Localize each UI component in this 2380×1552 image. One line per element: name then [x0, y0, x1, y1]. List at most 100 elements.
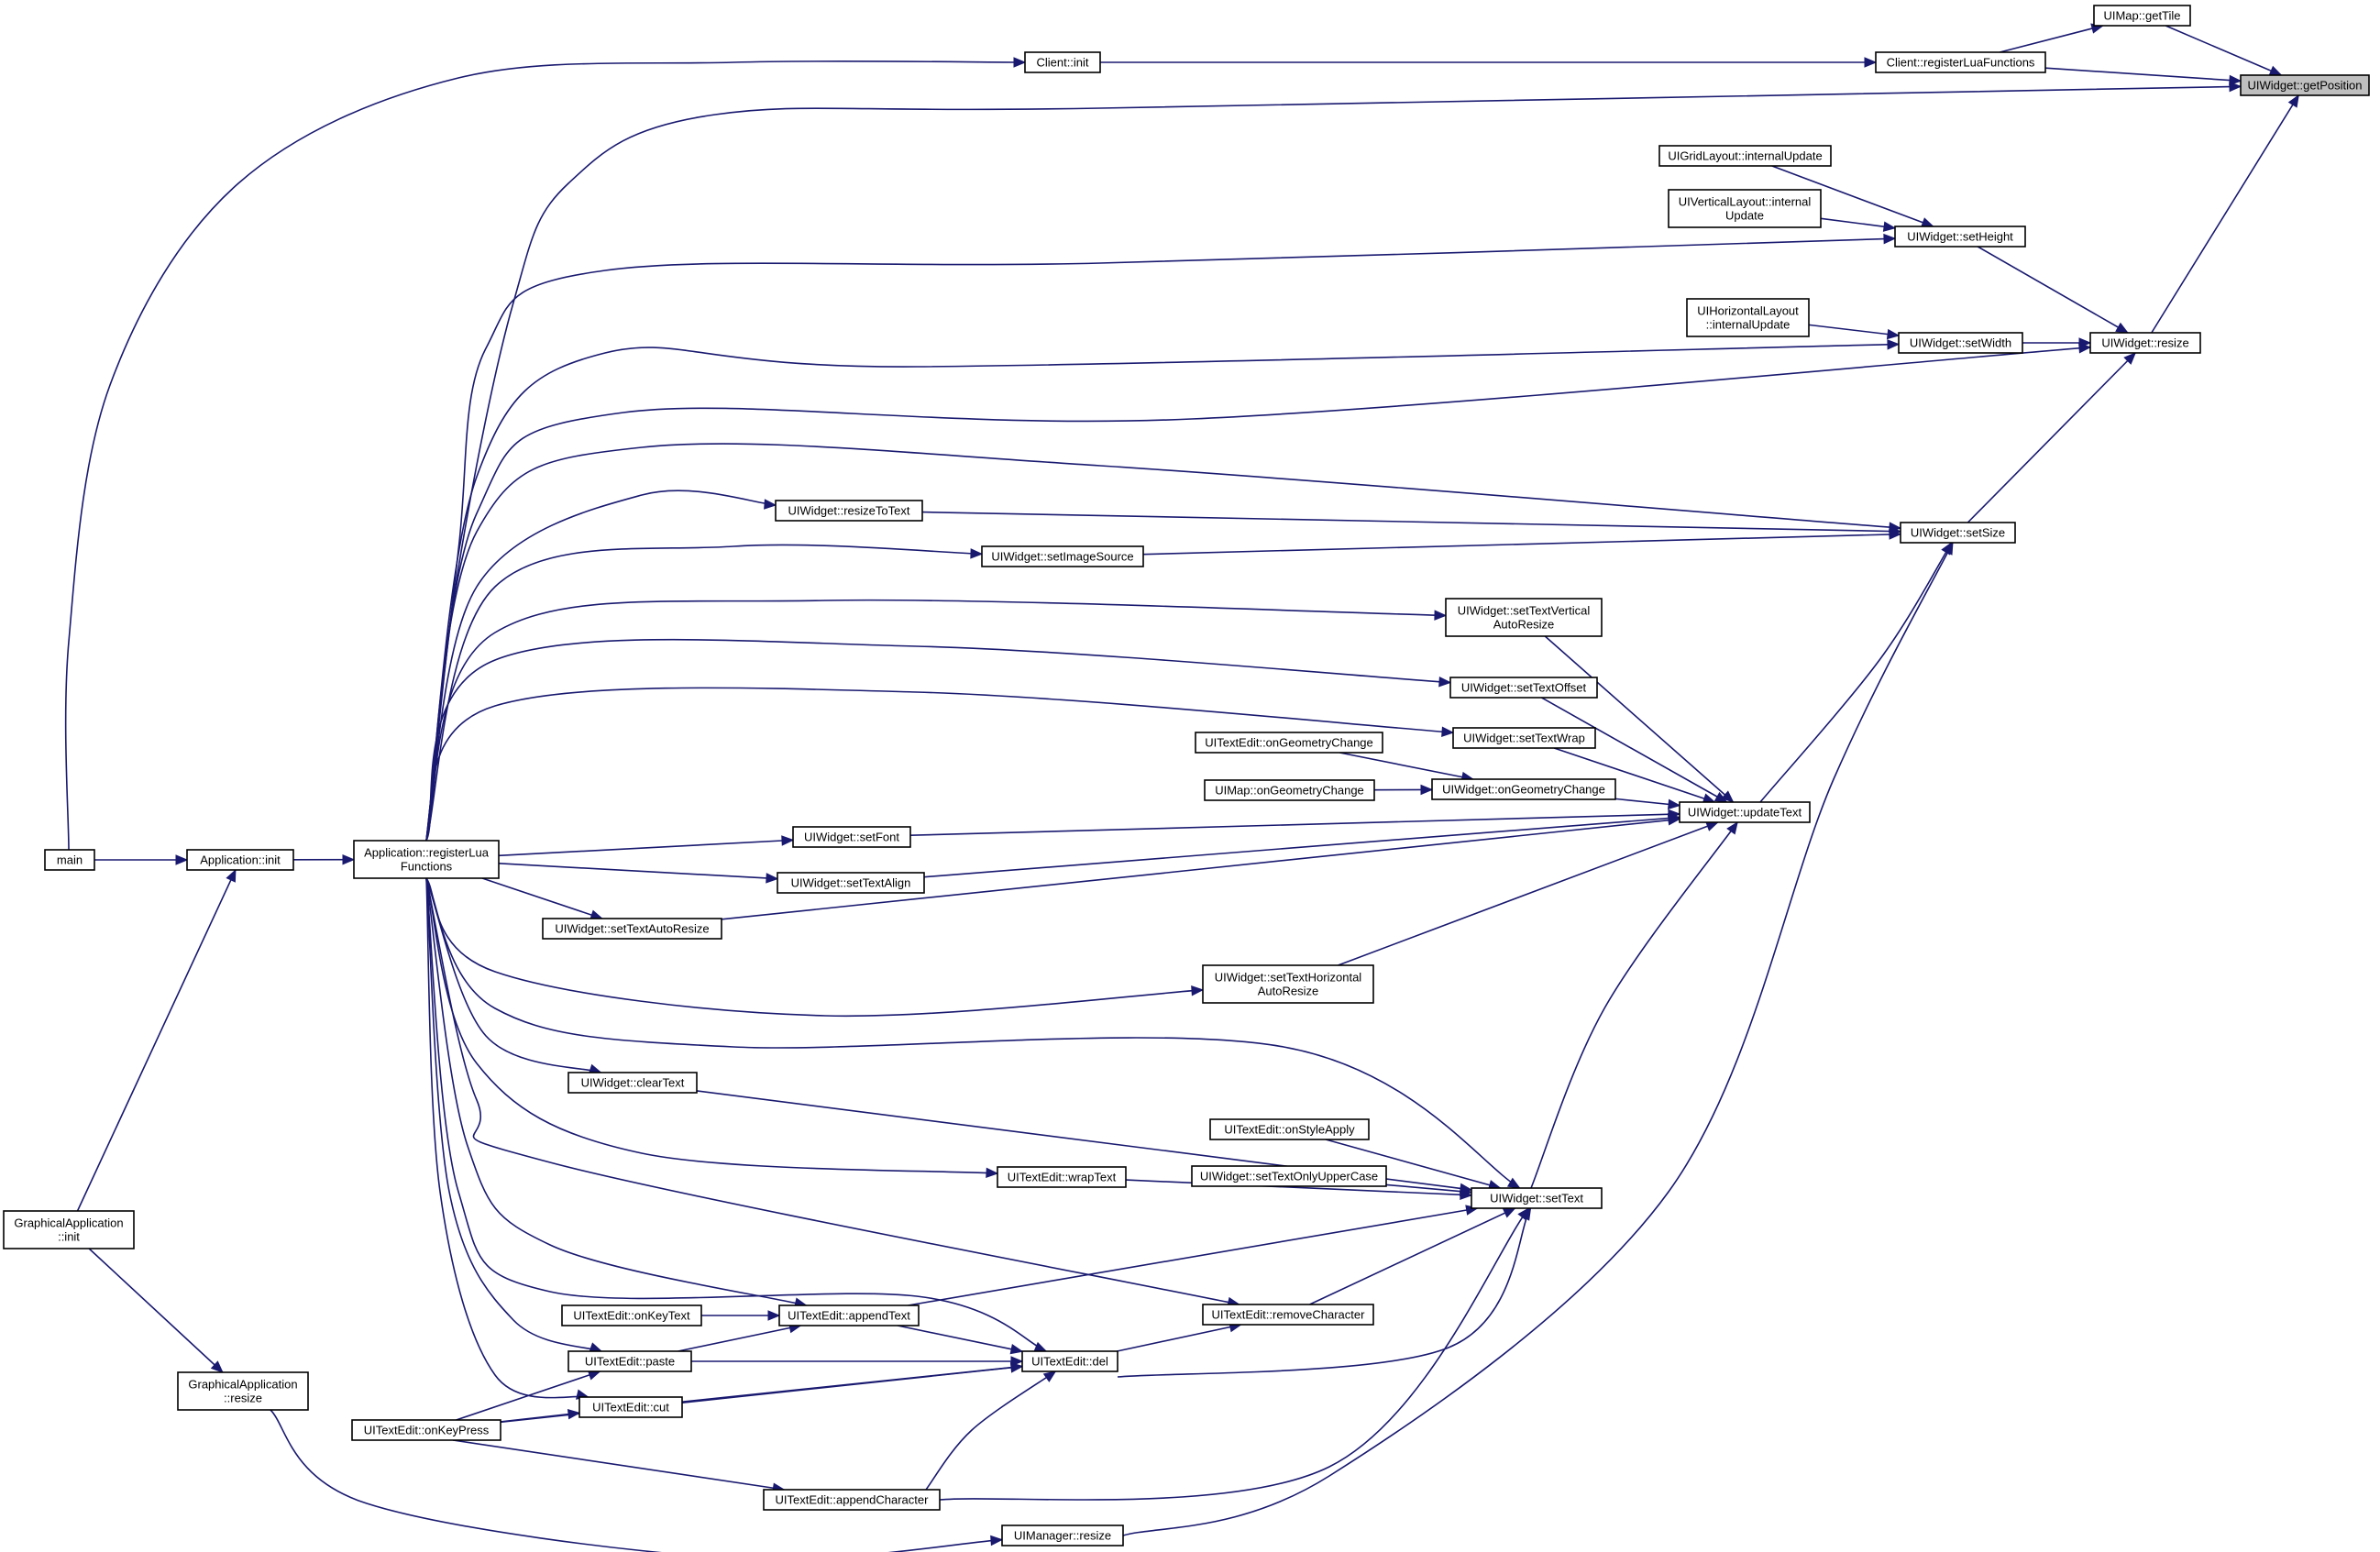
node-appRegisterLua[interactable]: Application::registerLuaFunctions — [353, 840, 500, 879]
node-setSize[interactable]: UIWidget::setSize — [1900, 522, 2016, 544]
node-box — [1191, 1165, 1387, 1187]
node-label: UITextEdit::onGeometryChange — [1205, 736, 1373, 750]
node-onKeyPress[interactable]: UITextEdit::onKeyPress — [351, 1419, 501, 1441]
node-resizeToText[interactable]: UIWidget::resizeToText — [775, 500, 923, 522]
node-clearText[interactable]: UIWidget::clearText — [567, 1072, 698, 1094]
node-label: UIWidget::setTextAlign — [791, 876, 911, 890]
arrowhead — [175, 854, 189, 865]
node-gfxResize[interactable]: GraphicalApplication::resize — [177, 1371, 309, 1411]
arrowhead — [1886, 328, 1901, 340]
node-label: UIWidget::resize — [2101, 336, 2188, 350]
node-box — [792, 826, 911, 848]
edge-setTextVertical-to-updateText — [1544, 635, 1735, 803]
arrowhead — [2287, 94, 2299, 108]
node-label: UIVerticalLayout::internal — [1679, 195, 1812, 209]
node-label: UIWidget::setFont — [804, 831, 899, 844]
node-setTextUpper[interactable]: UIWidget::setTextOnlyUpperCase — [1191, 1165, 1387, 1187]
node-onKeyText[interactable]: UITextEdit::onKeyText — [561, 1304, 702, 1326]
node-vertUpdate[interactable]: UIVerticalLayout::internalUpdate — [1668, 189, 1822, 228]
arrowhead — [342, 853, 356, 865]
node-box — [1686, 298, 1810, 337]
node-setHeight[interactable]: UIWidget::setHeight — [1894, 226, 2026, 248]
node-box — [561, 1304, 702, 1326]
node-box — [1445, 598, 1603, 637]
node-box — [981, 545, 1144, 567]
node-setTextOffset[interactable]: UIWidget::setTextOffset — [1449, 677, 1598, 699]
edge-appRegisterLua-to-resizeToText — [425, 490, 777, 842]
node-onStyleApply[interactable]: UITextEdit::onStyleApply — [1209, 1118, 1370, 1140]
node-box — [1204, 779, 1375, 801]
edge-appRegisterLua-to-setTextOffset — [425, 638, 1452, 842]
node-appInit[interactable]: Application::init — [186, 849, 294, 871]
node-onGeometryChange[interactable]: UIWidget::onGeometryChange — [1431, 778, 1616, 800]
node-main[interactable]: main — [44, 849, 95, 871]
node-box — [353, 840, 500, 879]
node-box — [778, 1304, 920, 1326]
node-setImageSource[interactable]: UIWidget::setImageSource — [981, 545, 1144, 567]
edge-registerLuaFunctionsClient-to-getTile — [2000, 23, 2105, 53]
node-box — [2240, 74, 2370, 96]
node-box — [1024, 51, 1101, 73]
node-getTile[interactable]: UIMap::getTile — [2093, 5, 2191, 27]
node-label: Functions — [401, 860, 453, 874]
node-setText[interactable]: UIWidget::setText — [1471, 1187, 1603, 1209]
node-label: Update — [1725, 209, 1764, 223]
arrowhead — [781, 835, 795, 846]
arrowhead — [1033, 1341, 1048, 1352]
node-label: UITextEdit::del — [1031, 1355, 1108, 1369]
node-paste[interactable]: UITextEdit::paste — [567, 1350, 692, 1372]
edge-gfxInit-to-appInit — [76, 868, 237, 1212]
node-gridUpdate[interactable]: UIGridLayout::internalUpdate — [1658, 145, 1832, 167]
node-resizeW[interactable]: UIWidget::resize — [2089, 332, 2201, 354]
node-getPosition[interactable]: UIWidget::getPosition — [2240, 74, 2370, 96]
edge-appRegisterLua-to-del — [425, 877, 1048, 1352]
node-updateText[interactable]: UIWidget::updateText — [1679, 801, 1811, 823]
node-removeCharacter[interactable]: UITextEdit::removeCharacter — [1202, 1304, 1374, 1326]
node-clientInit[interactable]: Client::init — [1024, 51, 1101, 73]
node-box — [186, 849, 294, 871]
edge-setTextHorizontal-to-updateText — [1338, 821, 1720, 966]
node-setWidth[interactable]: UIWidget::setWidth — [1898, 332, 2023, 354]
node-appendCharacter[interactable]: UITextEdit::appendCharacter — [763, 1489, 941, 1511]
edge-appendCharacter-to-setText — [939, 1206, 1530, 1501]
edge-mapGeometry-to-onGeometryChange — [1373, 784, 1434, 796]
node-setTextWrap[interactable]: UIWidget::setTextWrap — [1452, 727, 1596, 749]
node-horizUpdate[interactable]: UIHorizontalLayout::internalUpdate — [1686, 298, 1810, 337]
node-gfxInit[interactable]: GraphicalApplication::init — [3, 1210, 135, 1249]
arrowhead — [1864, 57, 1878, 68]
arrowhead — [2229, 81, 2242, 93]
node-wrapText[interactable]: UITextEdit::wrapText — [997, 1166, 1127, 1188]
node-label: UIWidget::getPosition — [2247, 79, 2362, 93]
node-setTextAutoResize[interactable]: UIWidget::setTextAutoResize — [542, 918, 722, 940]
node-appendText[interactable]: UITextEdit::appendText — [778, 1304, 920, 1326]
edge-main-to-clientInit — [64, 57, 1027, 851]
arrowhead — [1460, 1189, 1473, 1201]
edge-setImageSource-to-setSize — [1142, 529, 1902, 556]
node-label: Application::registerLua — [364, 846, 490, 860]
node-label: Application::init — [200, 853, 281, 867]
node-label: AutoResize — [1258, 985, 1318, 998]
node-box — [1898, 332, 2023, 354]
node-managerResize[interactable]: UIManager::resize — [1001, 1524, 1124, 1546]
edge-onKeyPress-to-appendCharacter — [452, 1439, 786, 1493]
node-setTextAlign[interactable]: UIWidget::setTextAlign — [777, 872, 925, 894]
node-box — [1679, 801, 1811, 823]
edge-appRegisterLua-to-setTextAutoResize — [481, 877, 604, 920]
edge-appRegisterLua-to-setWidth — [425, 339, 1901, 842]
node-box — [351, 1419, 501, 1441]
node-mapGeometry[interactable]: UIMap::onGeometryChange — [1204, 779, 1375, 801]
node-label: UIManager::resize — [1014, 1529, 1111, 1543]
node-textEditGeometry[interactable]: UITextEdit::onGeometryChange — [1195, 732, 1383, 754]
arrowhead — [1889, 529, 1902, 540]
arrowhead — [1887, 339, 1901, 350]
node-cut[interactable]: UITextEdit::cut — [578, 1396, 683, 1418]
node-box — [775, 500, 923, 522]
node-registerLuaFunctionsClient[interactable]: Client::registerLuaFunctions — [1875, 51, 2046, 73]
node-setFont[interactable]: UIWidget::setFont — [792, 826, 911, 848]
node-del[interactable]: UITextEdit::del — [1021, 1350, 1118, 1372]
node-label: ::init — [58, 1230, 80, 1244]
node-label: Client::init — [1036, 56, 1088, 70]
